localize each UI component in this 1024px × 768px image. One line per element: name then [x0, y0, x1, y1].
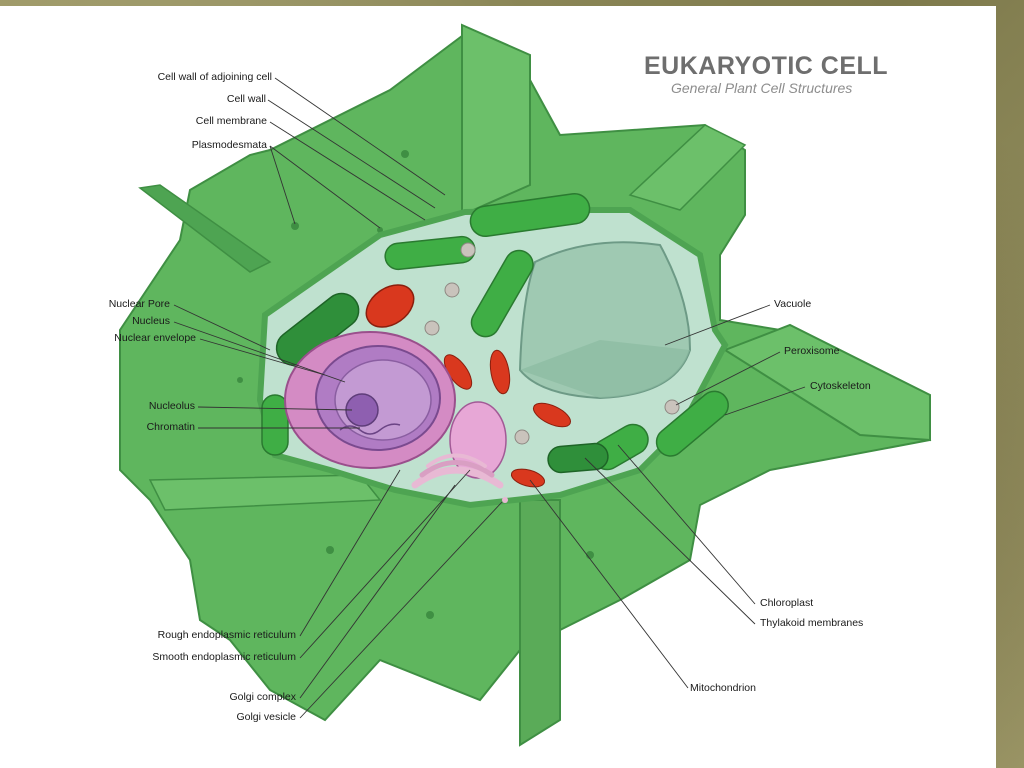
leader-nucleus	[173, 321, 346, 383]
label-cytoskeleton: Cytoskeleton	[810, 380, 871, 392]
leader-plasmodesmata-2	[269, 145, 381, 229]
label-mitochondrion: Mitochondrion	[690, 682, 756, 694]
label-nucleus: Nucleus	[132, 315, 170, 327]
chloroplast-right	[655, 390, 729, 457]
plasmodesma-7	[237, 377, 243, 383]
vacuole-inner-plane	[520, 340, 690, 398]
chloroplast-left-edge	[261, 394, 289, 456]
label-cell-wall: Cell wall	[226, 93, 266, 105]
peroxisomes	[424, 242, 680, 445]
plasmodesma-2	[401, 150, 409, 158]
leader-chloroplast	[617, 444, 756, 605]
leader-rough-er	[299, 469, 401, 637]
leader-cell-membrane	[269, 121, 426, 221]
golgi-vesicle	[502, 497, 508, 503]
label-cell-wall-adjoining: Cell wall of adjoining cell	[157, 71, 272, 83]
label-nucleolus: Nucleolus	[148, 400, 195, 412]
leader-cytoskeleton	[724, 386, 806, 416]
leader-vacuole	[664, 304, 771, 346]
chloroplast-thylakoid-lower	[547, 442, 609, 474]
leader-lines	[173, 77, 806, 719]
chloroplast-middle	[470, 249, 534, 338]
label-cell-membrane: Cell membrane	[195, 115, 267, 127]
chromatin	[339, 423, 401, 435]
mitochondrion-3	[532, 402, 572, 428]
golgi-cisterna-2	[419, 460, 495, 478]
leader-smooth-er	[299, 469, 471, 659]
peroxisome-4	[514, 429, 530, 445]
leader-golgi-vesicle	[299, 501, 503, 719]
adjoining-wall-top	[461, 23, 531, 217]
adjoining-wall-upper-right	[628, 124, 747, 211]
plasmodesma-4	[426, 611, 434, 619]
label-chloroplast: Chloroplast	[760, 597, 814, 609]
smooth-er	[449, 401, 507, 479]
leader-cell-wall-adjoining	[274, 77, 446, 196]
mitochondria	[365, 284, 572, 488]
leader-golgi-complex	[299, 484, 456, 699]
label-chromatin: Chromatin	[146, 421, 195, 433]
label-golgi-complex: Golgi complex	[229, 691, 296, 703]
leader-nuclear-envelope	[199, 338, 326, 376]
label-vacuole: Vacuole	[774, 298, 812, 310]
leader-nuclear-pore	[173, 304, 271, 351]
mitochondrion-2	[489, 349, 511, 395]
label-golgi-vesicle: Golgi vesicle	[236, 711, 296, 723]
leader-thylakoid	[584, 457, 756, 625]
chloroplasts	[261, 192, 729, 474]
label-plasmodesmata: Plasmodesmata	[191, 139, 267, 151]
label-nuclear-envelope: Nuclear envelope	[114, 332, 196, 344]
plasmodesma-1	[291, 222, 299, 230]
mitochondrion-4	[510, 468, 546, 488]
peroxisome-1	[424, 320, 440, 336]
leader-plasmodesmata-1	[269, 145, 296, 225]
golgi-complex	[411, 453, 508, 503]
chloroplast-top	[469, 192, 591, 238]
plasmodesma-3	[326, 546, 334, 554]
diagram-title: EUKARYOTIC CELL	[644, 52, 889, 80]
label-rough-er: Rough endoplasmic reticulum	[157, 629, 296, 641]
adjoining-wall-left	[138, 184, 272, 273]
label-nuclear-pore: Nuclear Pore	[108, 298, 170, 310]
peroxisome-3	[444, 282, 460, 298]
mitochondrion-cut	[365, 284, 415, 328]
adjoining-wall-bottom-right	[519, 499, 561, 747]
leader-cell-wall	[267, 99, 436, 209]
golgi-cisterna-3	[426, 453, 487, 468]
label-smooth-er: Smooth endoplasmic reticulum	[152, 651, 296, 663]
leader-mitochondrion	[529, 479, 689, 689]
peroxisome-2	[460, 242, 476, 258]
golgi-cisterna-1	[411, 466, 504, 489]
leader-peroxisome	[675, 351, 781, 406]
adjoining-wall-bottom-left	[148, 474, 382, 511]
leader-nucleolus	[197, 406, 353, 411]
peroxisome-5	[664, 399, 680, 415]
diagram-subtitle: General Plant Cell Structures	[671, 80, 853, 96]
label-thylakoid: Thylakoid membranes	[760, 617, 864, 629]
label-peroxisome: Peroxisome	[784, 345, 840, 357]
